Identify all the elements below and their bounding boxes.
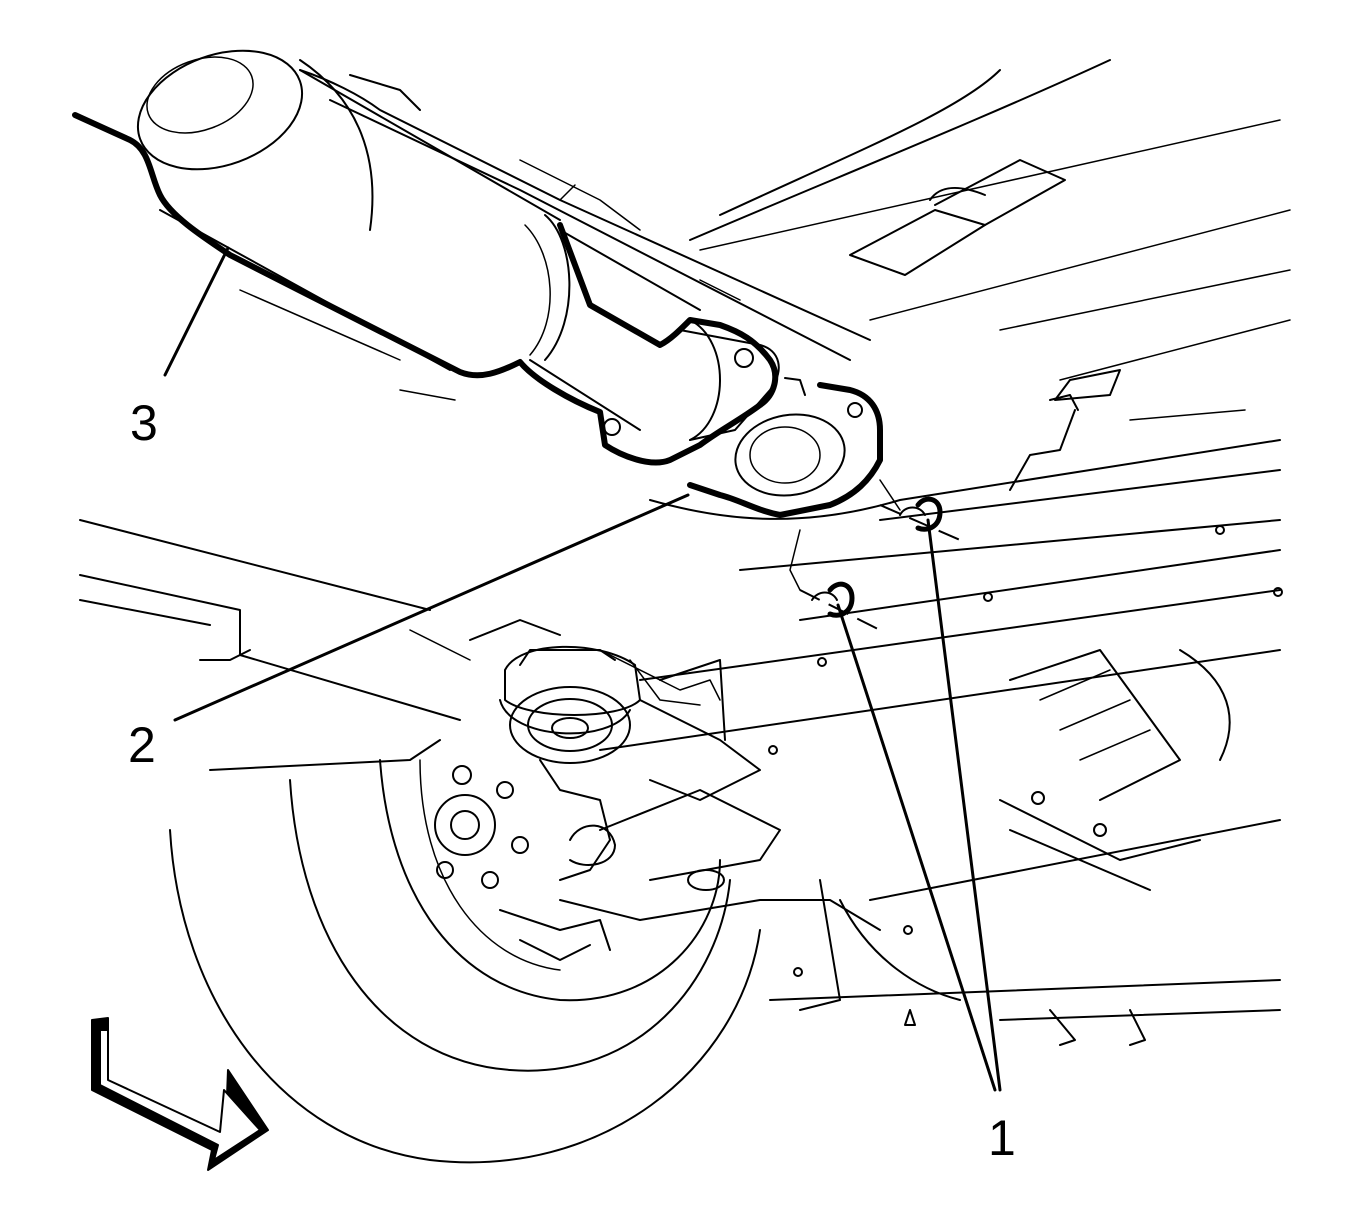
rear-frame-crossmember — [599, 439, 1283, 1021]
rear-wheel — [169, 759, 761, 1164]
leader-lines — [163, 246, 1002, 1092]
exhaust-pipe-outline — [72, 112, 779, 466]
flange-front-outline — [687, 382, 883, 518]
catalytic-converter — [136, 49, 721, 441]
exhaust-hanger-insulators — [811, 496, 943, 618]
leader-line-2 — [173, 493, 690, 722]
leader-line-1b — [836, 603, 997, 1092]
spring-strut-mount — [499, 645, 761, 801]
arrow-right-icon — [91, 1017, 269, 1171]
upper-frame-rail — [299, 69, 871, 361]
callout-2: 2 — [128, 717, 156, 773]
lower-floor-panel — [79, 519, 561, 771]
leader-line-1a — [926, 518, 1002, 1092]
leader-line-3 — [163, 246, 230, 377]
callout-1: 1 — [988, 1110, 1016, 1166]
rear-control-arm — [559, 789, 1146, 1046]
underbody-floor-pan — [689, 59, 1291, 421]
callout-3: 3 — [130, 395, 158, 451]
right-suspension-detail — [999, 394, 1231, 891]
exhaust-flange — [603, 329, 863, 497]
